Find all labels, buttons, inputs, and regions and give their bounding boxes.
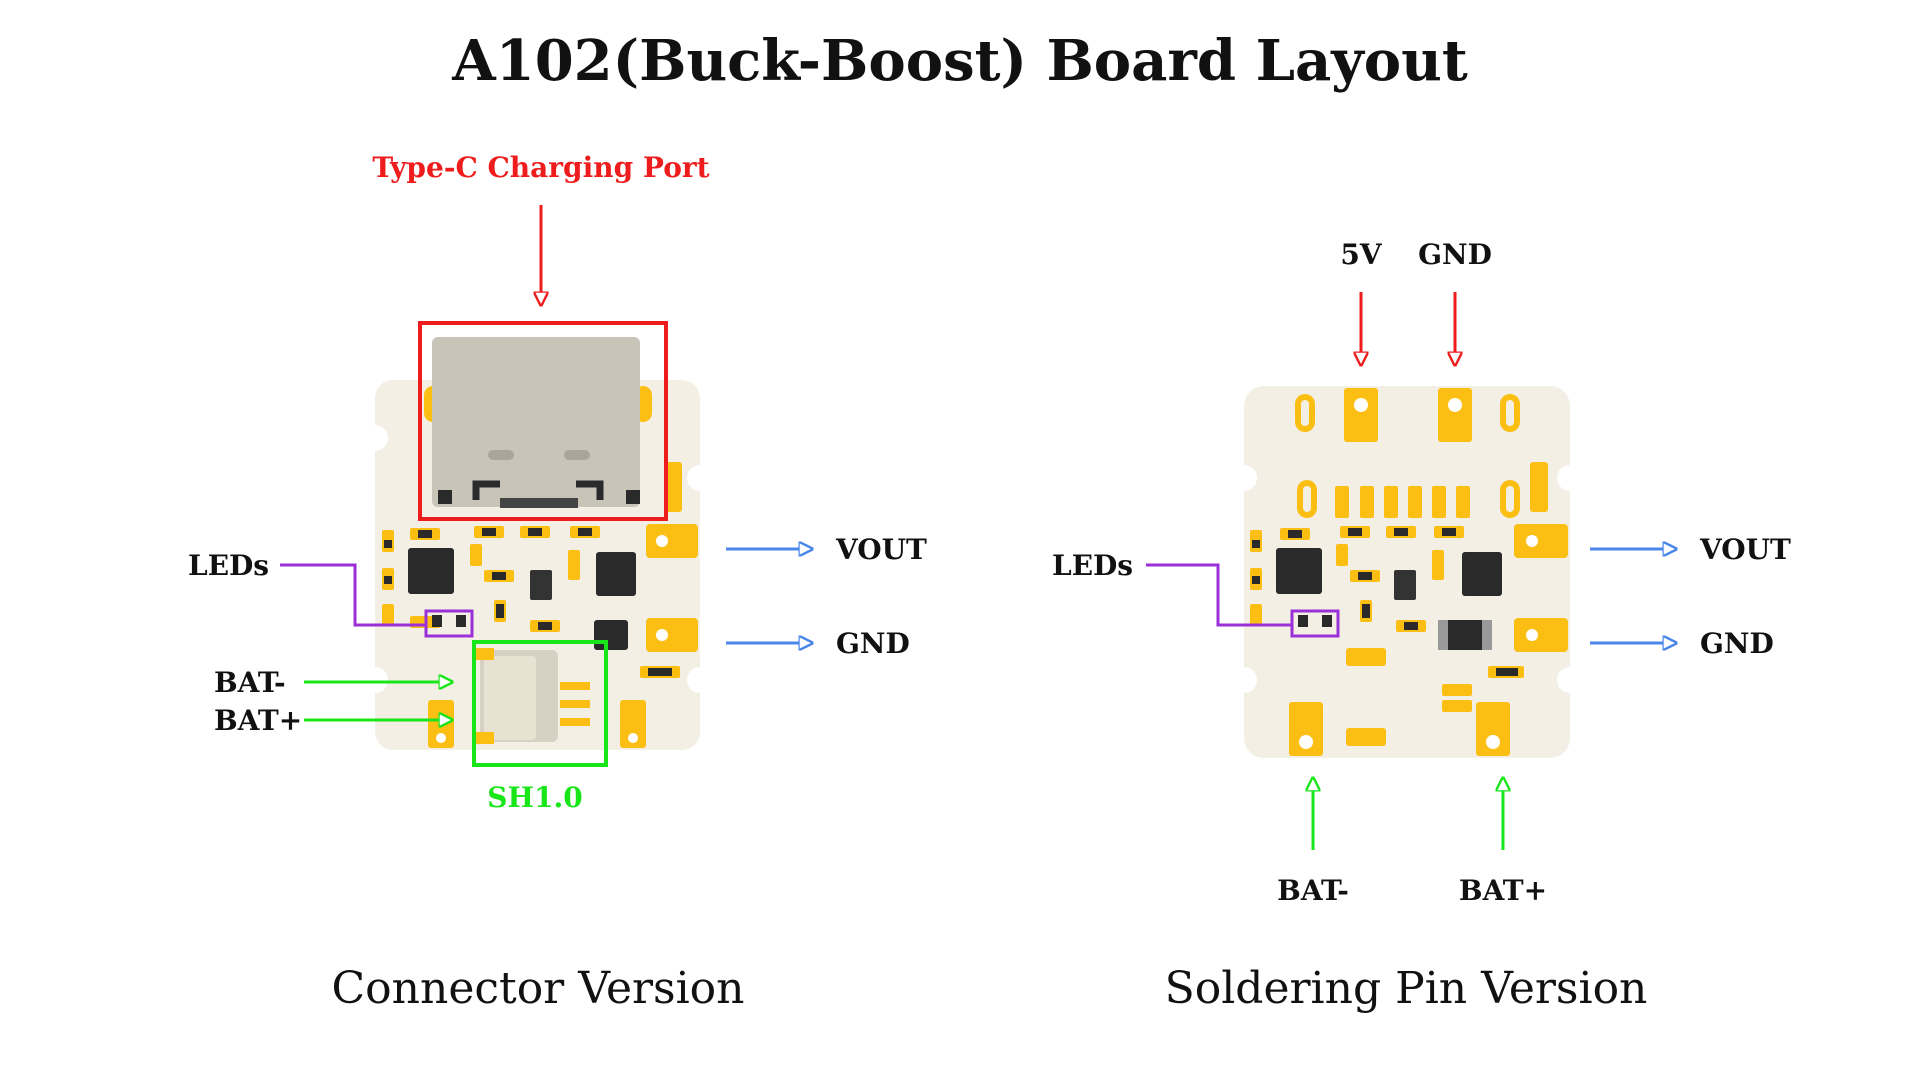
vout-pad (1514, 524, 1568, 558)
sh10-pin (560, 718, 590, 726)
smd-dark-components (384, 528, 672, 676)
gnd-pad-hole (656, 629, 668, 641)
connector-pin (472, 480, 500, 500)
led (456, 615, 466, 627)
inductor (594, 620, 628, 650)
board-notch (1231, 667, 1257, 693)
leds-pointer-line (1146, 563, 1292, 627)
bottom-pad (620, 700, 646, 748)
connector-slot (564, 450, 590, 460)
vout-pad-hole (656, 535, 668, 547)
mount-slot-inner (1506, 400, 1514, 426)
inductor-cap (1438, 620, 1448, 650)
bat-plus-pad (1476, 702, 1510, 756)
gnd-top-pad (1438, 388, 1472, 442)
vout-pad (646, 524, 698, 558)
sh10-mount (474, 732, 494, 744)
bat-minus-pad-hole (1299, 735, 1313, 749)
leds-pointer-line (280, 563, 426, 627)
sh10-connector-housing (484, 656, 536, 740)
mount-slot-inner (1301, 400, 1309, 426)
bat-plus-pad-hole (1486, 735, 1500, 749)
board-notch (1557, 667, 1583, 693)
bat-minus-label: BAT- (214, 666, 286, 699)
gnd-label-right: GND (1700, 627, 1774, 660)
sh10-label: SH1.0 (487, 781, 582, 814)
connector-pin (576, 480, 604, 500)
mount-slot-inner (1303, 486, 1311, 512)
led (1298, 615, 1308, 627)
ic-chip (1462, 552, 1502, 596)
sh10-pin (560, 682, 590, 690)
top-right-pad (1530, 462, 1548, 512)
board-notch (362, 425, 388, 451)
inductor-cap (1482, 620, 1492, 650)
5v-pad-hole (1354, 398, 1368, 412)
bat-minus-pad (1289, 702, 1323, 756)
connector-pin (626, 490, 640, 504)
gnd-pad-hole (1526, 629, 1538, 641)
page-title: A102(Buck-Boost) Board Layout (451, 28, 1468, 94)
sh10-highlight-box (472, 640, 608, 767)
smd-dark-components (1252, 528, 1518, 676)
gnd-pad (1514, 618, 1568, 652)
ic-chip (1276, 548, 1322, 594)
bottom-pad-hole (436, 733, 446, 743)
bottom-pad-hole (628, 733, 638, 743)
bat-plus-label-right: BAT+ (1459, 874, 1547, 907)
inductor (1440, 620, 1490, 650)
connector-version-caption: Connector Version (332, 963, 745, 1014)
ic-chip (530, 570, 552, 600)
board-notch (1231, 465, 1257, 491)
type-c-connector (432, 337, 640, 507)
ic-chip (596, 552, 636, 596)
leds-label: LEDs (188, 549, 269, 582)
led (1322, 615, 1332, 627)
soldering-board (1231, 386, 1583, 758)
leds-label-right: LEDs (1052, 549, 1133, 582)
connector-pin (438, 490, 452, 504)
board-notch (1557, 465, 1583, 491)
bat-minus-label-right: BAT- (1277, 874, 1349, 907)
connector-slot (488, 450, 514, 460)
5v-label: 5V (1340, 238, 1382, 271)
type-c-label: Type-C Charging Port (372, 151, 709, 184)
board-notch (362, 667, 388, 693)
sh10-pin (560, 700, 590, 708)
connector-board (362, 337, 713, 750)
mount-slot-inner (1506, 486, 1514, 512)
bat-plus-label: BAT+ (214, 704, 302, 737)
gnd-label: GND (836, 627, 910, 660)
connector-pins-row (500, 498, 578, 508)
vout-pad-hole (1526, 535, 1538, 547)
type-c-highlight-box (418, 321, 668, 521)
ic-chip (408, 548, 454, 594)
5v-pad (1344, 388, 1378, 442)
vout-label-right: VOUT (1699, 533, 1791, 566)
gnd-top-label: GND (1418, 238, 1492, 271)
gnd-pad (646, 618, 698, 652)
gnd-top-pad-hole (1448, 398, 1462, 412)
led (432, 615, 442, 627)
board-notch (687, 465, 713, 491)
top-right-pad (664, 462, 682, 512)
sh10-mount (474, 648, 494, 660)
board-notch (687, 667, 713, 693)
soldering-version-caption: Soldering Pin Version (1165, 963, 1648, 1014)
ic-chip (1394, 570, 1416, 600)
vout-label: VOUT (835, 533, 927, 566)
